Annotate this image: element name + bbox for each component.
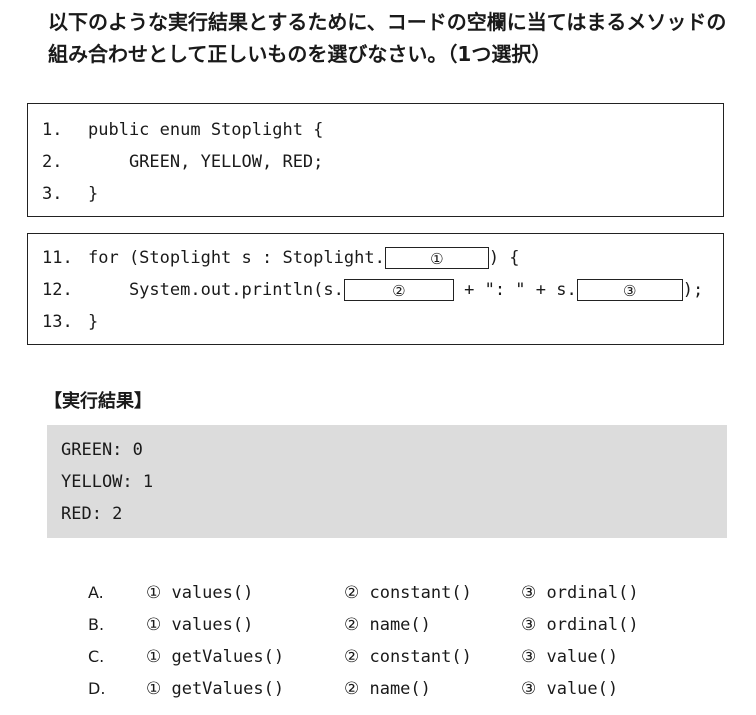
choice-a[interactable]: A. ① values() ② constant() ③ ordinal() xyxy=(88,578,728,608)
output-line: YELLOW: 1 xyxy=(61,472,154,492)
line-number: 12. xyxy=(42,280,73,300)
line-number: 3. xyxy=(42,184,63,204)
choice-option-3: ③ ordinal() xyxy=(521,583,639,603)
output-line: GREEN: 0 xyxy=(61,440,143,460)
blank-1: ① xyxy=(384,247,489,269)
question-text: 以下のような実行結果とするために、コードの空欄に当てはまるメソッドの組み合わせと… xyxy=(48,10,727,66)
code-text: public enum Stoplight { xyxy=(88,120,324,140)
code-line: 3.} xyxy=(42,180,98,208)
output-line: RED: 2 xyxy=(61,504,123,524)
choice-letter: A. xyxy=(88,583,104,602)
code-text: GREEN, YELLOW, RED; xyxy=(88,152,324,172)
choice-option-3: ③ ordinal() xyxy=(521,615,639,635)
choice-option-1: ① getValues() xyxy=(146,679,285,699)
choice-option-2: ② constant() xyxy=(344,647,472,667)
choice-option-1: ① getValues() xyxy=(146,647,285,667)
line-number: 13. xyxy=(42,312,73,332)
choice-letter: B. xyxy=(88,615,105,634)
choice-letter: C. xyxy=(88,647,105,666)
code-text: ) { xyxy=(488,248,520,268)
code-line: 12. System.out.println(s.② + ": " + s.③)… xyxy=(42,276,703,304)
result-heading: 【実行結果】 xyxy=(44,391,152,412)
choice-d[interactable]: D. ① getValues() ② name() ③ value() xyxy=(88,674,728,704)
code-line: 13.} xyxy=(42,308,98,336)
enum-code-block: 1. public enum Stoplight { 2. GREEN, YELL… xyxy=(27,103,724,217)
result-output-box: GREEN: 0 YELLOW: 1 RED: 2 xyxy=(47,425,727,538)
code-text: } xyxy=(88,312,99,332)
choice-option-2: ② name() xyxy=(344,679,431,699)
choice-letter: D. xyxy=(88,679,106,698)
choice-option-3: ③ value() xyxy=(521,647,619,667)
choice-b[interactable]: B. ① values() ② name() ③ ordinal() xyxy=(88,610,728,640)
choice-option-2: ② constant() xyxy=(344,583,472,603)
code-text: for (Stoplight s : Stoplight. xyxy=(88,248,385,268)
code-line: 11. for (Stoplight s : Stoplight.①) { xyxy=(42,244,520,272)
blank-2: ② xyxy=(343,279,454,301)
code-line: 2. GREEN, YELLOW, RED; xyxy=(42,148,323,176)
line-number: 1. xyxy=(42,120,63,140)
choice-option-1: ① values() xyxy=(146,615,254,635)
line-number: 11. xyxy=(42,248,73,268)
choice-c[interactable]: C. ① getValues() ② constant() ③ value() xyxy=(88,642,728,672)
code-line: 1. public enum Stoplight { xyxy=(42,116,323,144)
code-text: + ": " + s. xyxy=(453,280,577,300)
line-number: 2. xyxy=(42,152,63,172)
choice-option-2: ② name() xyxy=(344,615,431,635)
loop-code-block: 11. for (Stoplight s : Stoplight.①) { 12.… xyxy=(27,233,724,345)
code-text: } xyxy=(88,184,99,204)
code-text: ); xyxy=(682,280,704,300)
choice-option-1: ① values() xyxy=(146,583,254,603)
blank-3: ③ xyxy=(576,279,683,301)
code-text: System.out.println(s. xyxy=(88,280,344,300)
choice-option-3: ③ value() xyxy=(521,679,619,699)
